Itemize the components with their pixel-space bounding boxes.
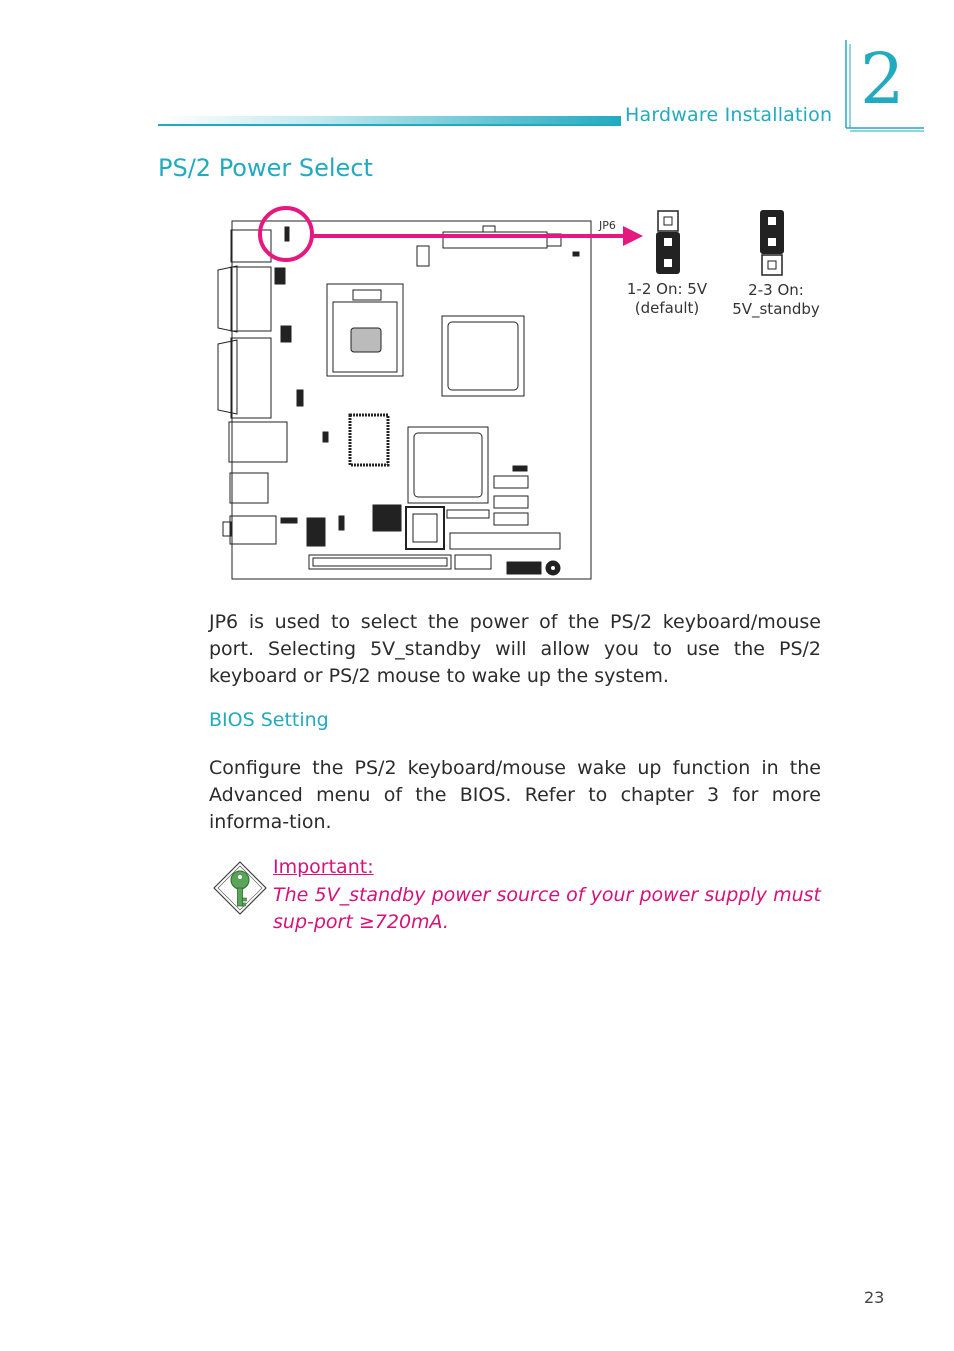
io-port-lan [228,421,288,463]
sata-connector-1 [493,475,529,489]
jumper-label: JP6 [598,219,616,232]
important-label: Important: [273,856,374,878]
sata-connector-3 [493,512,529,526]
bios-chip [405,506,445,550]
io-port-serial-2 [230,337,272,419]
option-1-label: 1-2 On: 5V [627,280,708,298]
key-icon [213,861,267,915]
arrow-head [623,226,643,246]
sata-connector-2 [493,495,529,509]
description-paragraph: JP6 is used to select the power of the P… [209,611,821,687]
option-2-label: 2-3 On: [748,281,804,299]
chapter-tab [845,40,924,132]
bios-setting-heading: BIOS Setting [209,709,329,731]
io-block-top [230,229,272,263]
northbridge-chip [441,315,525,397]
important-text: The 5V_standby power source of your powe… [273,884,821,933]
jumper-option-2 [760,210,784,276]
motherboard-diagram: JP6 1-2 On: 5V (default) 2-3 On: 5V_stan… [217,206,820,580]
bios-paragraph: Configure the PS/2 keyboard/mouse wake u… [209,757,821,833]
header-rule [158,116,621,126]
ide-connector [449,532,561,550]
io-port-usb [229,472,269,504]
io-controller-chip [348,413,390,467]
page-title: PS/2 Power Select [158,154,373,182]
io-port-serial-1 [230,266,272,332]
board-outline [231,220,592,580]
page-number: 23 [864,1288,885,1307]
cpu-socket [326,283,404,377]
option-1-sublabel: (default) [635,299,699,317]
option-2-sublabel: 5V_standby [732,300,820,319]
pci-slot [308,554,452,570]
chapter-number: 2 [860,38,905,120]
jumper-option-1 [656,210,680,274]
southbridge-chip [407,426,489,504]
section-header: Hardware Installation [625,104,833,126]
io-port-audio [229,515,277,545]
